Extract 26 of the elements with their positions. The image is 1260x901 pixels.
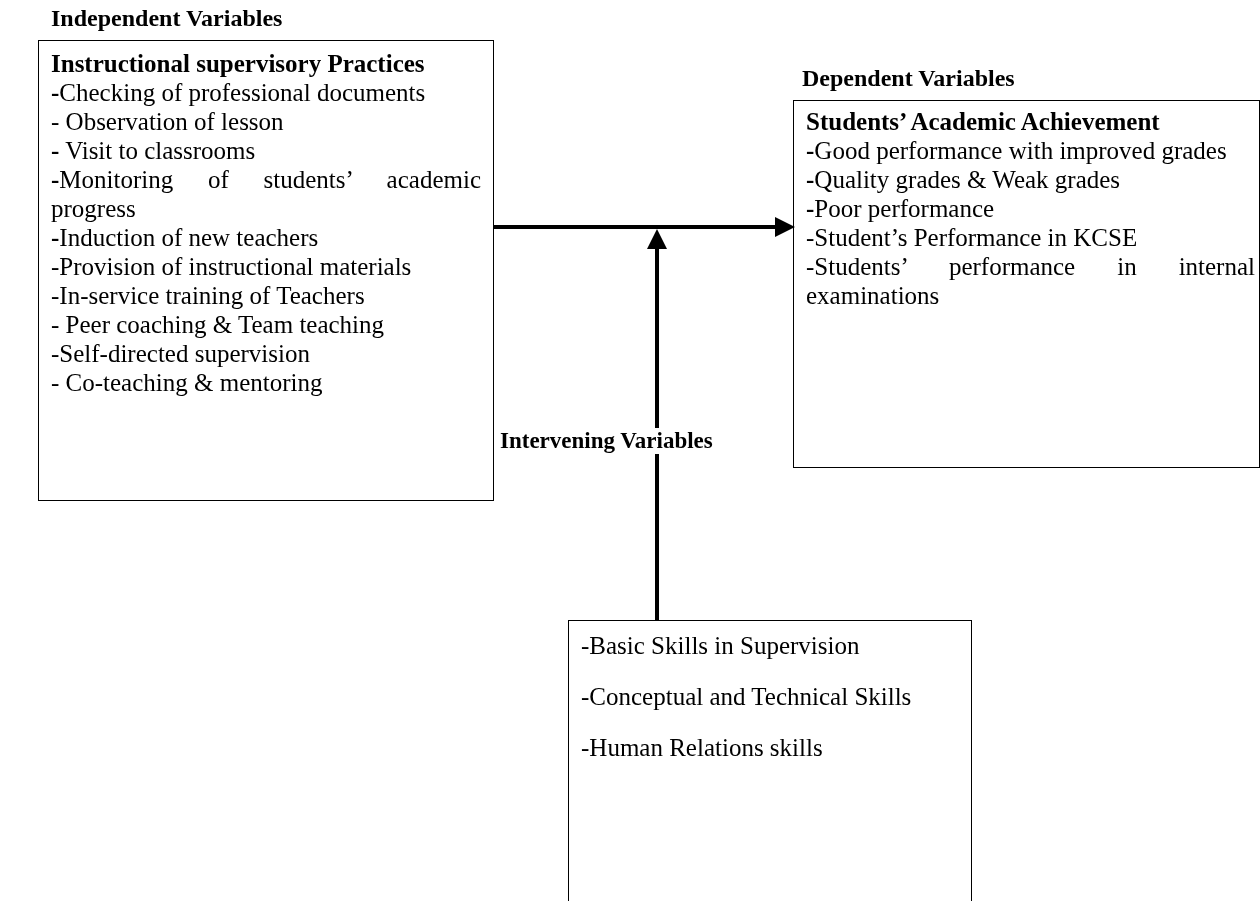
list-item: - Visit to classrooms xyxy=(51,136,257,165)
list-item: -In-service training of Teachers xyxy=(51,281,366,310)
box-title: Instructional supervisory Practices xyxy=(51,49,426,78)
group-heading: Independent Variables xyxy=(51,5,283,32)
list-item: -Monitoring of students’ academic progress xyxy=(51,165,481,223)
list-item: -Student’s Performance in KCSE xyxy=(806,223,1139,252)
variable-box xyxy=(568,620,972,901)
arrow xyxy=(494,217,795,237)
group-heading: Dependent Variables xyxy=(802,65,1015,92)
list-item: -Conceptual and Technical Skills xyxy=(581,682,913,711)
box-title: Students’ Academic Achievement xyxy=(806,107,1161,136)
list-item: - Observation of lesson xyxy=(51,107,285,136)
list-item: -Checking of professional documents xyxy=(51,78,427,107)
list-item: -Poor performance xyxy=(806,194,996,223)
list-item: -Good performance with improved grades xyxy=(806,136,1228,165)
list-item: -Students’ performance in internal examinations xyxy=(806,252,1255,310)
arrow xyxy=(647,229,667,620)
list-item: -Self-directed supervision xyxy=(51,339,311,368)
list-item: -Human Relations skills xyxy=(581,733,824,762)
list-item: -Induction of new teachers xyxy=(51,223,320,252)
list-item: -Quality grades & Weak grades xyxy=(806,165,1122,194)
list-item: -Provision of instructional materials xyxy=(51,252,413,281)
list-item: - Co-teaching & mentoring xyxy=(51,368,324,397)
group-heading: Intervening Variables xyxy=(500,428,713,454)
list-item: -Basic Skills in Supervision xyxy=(581,631,861,660)
list-item: - Peer coaching & Team teaching xyxy=(51,310,386,339)
